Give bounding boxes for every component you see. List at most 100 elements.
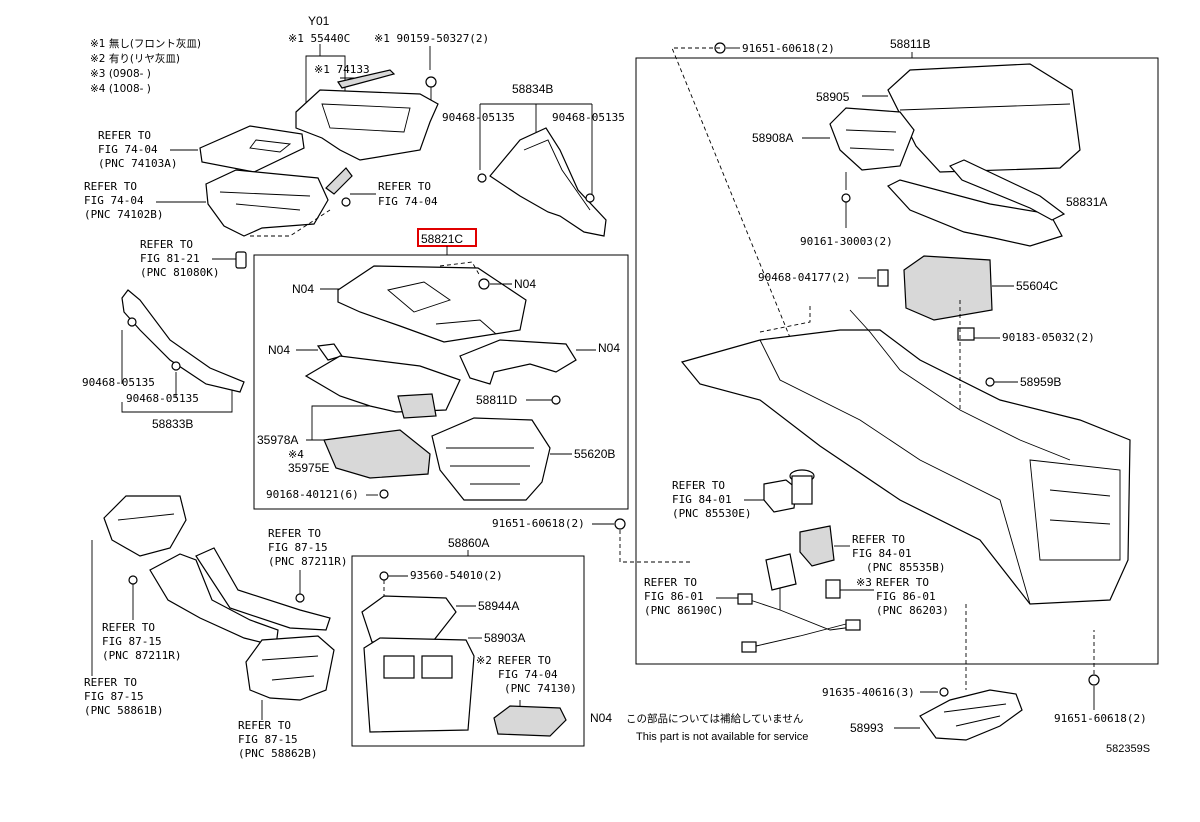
duct-part-58861b[interactable]: [149, 553, 279, 647]
label-90168[interactable]: 90168-40121(6): [266, 488, 359, 501]
label-58833b[interactable]: 58833B: [152, 417, 193, 431]
sub-bracket-part[interactable]: [397, 393, 437, 419]
ref-pnc-10[interactable]: (PNC 85530E): [672, 507, 751, 520]
label-58993[interactable]: 58993: [850, 721, 884, 735]
armrest-lid-58905[interactable]: [887, 63, 1081, 173]
label-74133[interactable]: ※1 74133: [314, 63, 370, 76]
label-90468-e[interactable]: 90468-04177(2): [758, 271, 851, 284]
ref-pnc-4[interactable]: (PNC 81080K): [140, 266, 219, 279]
clip-icon[interactable]: [477, 173, 487, 183]
label-58821c[interactable]: 58821C: [421, 232, 463, 246]
label-58908a[interactable]: 58908A: [752, 131, 793, 145]
label-93560[interactable]: 93560-54010(2): [410, 569, 503, 582]
clip-icon[interactable]: [585, 193, 595, 203]
storage-box-55604c[interactable]: [903, 255, 993, 321]
clip-part[interactable]: [957, 327, 975, 341]
ref-fig-8[interactable]: FIG 87-15: [238, 733, 298, 746]
console-body-part[interactable]: [680, 329, 1131, 605]
clip-icon[interactable]: [127, 317, 137, 327]
ref-pnc-6[interactable]: (PNC 87211R): [268, 555, 347, 568]
label-58811d[interactable]: 58811D: [476, 393, 517, 407]
bracket-part-58993[interactable]: [919, 689, 1023, 741]
screw-icon[interactable]: [841, 193, 851, 203]
connector-part[interactable]: [845, 619, 861, 631]
tray-part-74102b[interactable]: [205, 169, 329, 237]
label-90468-b[interactable]: 90468-05135: [552, 111, 625, 124]
label-58860a[interactable]: 58860A: [448, 536, 489, 550]
label-n04-d[interactable]: N04: [598, 341, 620, 355]
clip-icon[interactable]: [341, 197, 351, 207]
aux-jack-part[interactable]: [799, 525, 835, 567]
ref-pnc-5[interactable]: (PNC 87211R): [102, 649, 181, 662]
cover-part-58944a[interactable]: [361, 595, 457, 643]
ref-fig-9[interactable]: FIG 74-04: [498, 668, 558, 681]
side-trim-part[interactable]: [489, 127, 607, 237]
ref-fig-7[interactable]: FIG 87-15: [84, 690, 144, 703]
label-91651-a[interactable]: 91651-60618(2): [742, 42, 835, 55]
bracket-part-58862b[interactable]: [245, 635, 335, 701]
bracket-part-35978a[interactable]: [304, 355, 461, 413]
ref-pnc-12[interactable]: (PNC 86190C): [644, 604, 723, 617]
trim-n04-part[interactable]: [459, 339, 577, 385]
upper-tray-part[interactable]: [295, 89, 439, 161]
plate-part-35975e[interactable]: [323, 429, 431, 479]
side-trim-58833b[interactable]: [121, 289, 245, 393]
ref-pnc-7[interactable]: (PNC 58861B): [84, 704, 163, 717]
clip-icon[interactable]: [551, 395, 561, 405]
label-90468-c[interactable]: 90468-05135: [82, 376, 155, 389]
label-35978a[interactable]: 35978A: [257, 433, 298, 447]
ref-pnc-8[interactable]: (PNC 58862B): [238, 747, 317, 760]
ref-fig-4[interactable]: FIG 81-21: [140, 252, 200, 265]
usb-part[interactable]: [765, 553, 797, 591]
label-90468-a[interactable]: 90468-05135: [442, 111, 515, 124]
label-55620b[interactable]: 55620B: [574, 447, 615, 461]
label-55440c[interactable]: ※1 55440C: [288, 32, 350, 45]
trim-strip-74133[interactable]: [337, 69, 396, 89]
screw-icon[interactable]: [478, 278, 490, 290]
duct-part-2[interactable]: [195, 547, 331, 631]
ref-fig-2[interactable]: FIG 74-04: [84, 194, 144, 207]
label-90161[interactable]: 90161-30003(2): [800, 235, 893, 248]
label-n04-c[interactable]: N04: [268, 343, 290, 357]
clip-part[interactable]: [877, 269, 889, 287]
socket-body[interactable]: [791, 475, 813, 505]
label-90468-d[interactable]: 90468-05135: [126, 392, 199, 405]
label-91651-c[interactable]: 91651-60618(2): [1054, 712, 1147, 725]
ref-fig-13[interactable]: FIG 86-01: [876, 590, 936, 603]
screw-icon[interactable]: [425, 76, 437, 88]
cup-holder-55620b[interactable]: [431, 417, 551, 501]
switch-part[interactable]: [235, 251, 247, 269]
ref-fig-1[interactable]: FIG 74-04: [98, 143, 158, 156]
power-outlet-part[interactable]: [763, 479, 797, 513]
clip-icon[interactable]: [128, 575, 138, 585]
label-y01[interactable]: Y01: [308, 14, 330, 28]
label-58944a[interactable]: 58944A: [478, 599, 519, 613]
ref-pnc-2[interactable]: (PNC 74102B): [84, 208, 163, 221]
label-n04-a[interactable]: N04: [292, 282, 314, 296]
duct-part-87211r[interactable]: [103, 495, 187, 557]
trim-strip-part[interactable]: [949, 159, 1066, 221]
ref-pnc-1[interactable]: (PNC 74103A): [98, 157, 177, 170]
vent-panel-58903a[interactable]: [363, 637, 475, 733]
ref-pnc-13[interactable]: (PNC 86203): [876, 604, 949, 617]
ashtray-part-74130[interactable]: [493, 705, 567, 737]
label-58831a[interactable]: 58831A: [1066, 195, 1107, 209]
connector-part[interactable]: [737, 593, 753, 605]
ref-fig-3[interactable]: FIG 74-04: [378, 195, 438, 208]
screw-icon[interactable]: [379, 489, 389, 499]
connector-part[interactable]: [741, 641, 757, 653]
screw-icon[interactable]: [379, 571, 389, 581]
label-90159[interactable]: ※1 90159-50327(2): [374, 32, 489, 45]
connector-part[interactable]: [825, 579, 841, 599]
ref-fig-11[interactable]: FIG 84-01: [852, 547, 912, 560]
bolt-icon[interactable]: [939, 687, 949, 697]
bolt-icon[interactable]: [1088, 674, 1100, 686]
label-91635[interactable]: 91635-40616(3): [822, 686, 915, 699]
ref-pnc-9[interactable]: (PNC 74130): [504, 682, 577, 695]
label-58903a[interactable]: 58903A: [484, 631, 525, 645]
label-58905[interactable]: 58905: [816, 90, 850, 104]
label-58959b[interactable]: 58959B: [1020, 375, 1061, 389]
bolt-icon[interactable]: [614, 518, 626, 530]
label-55604c[interactable]: 55604C: [1016, 279, 1058, 293]
ref-fig-10[interactable]: FIG 84-01: [672, 493, 732, 506]
